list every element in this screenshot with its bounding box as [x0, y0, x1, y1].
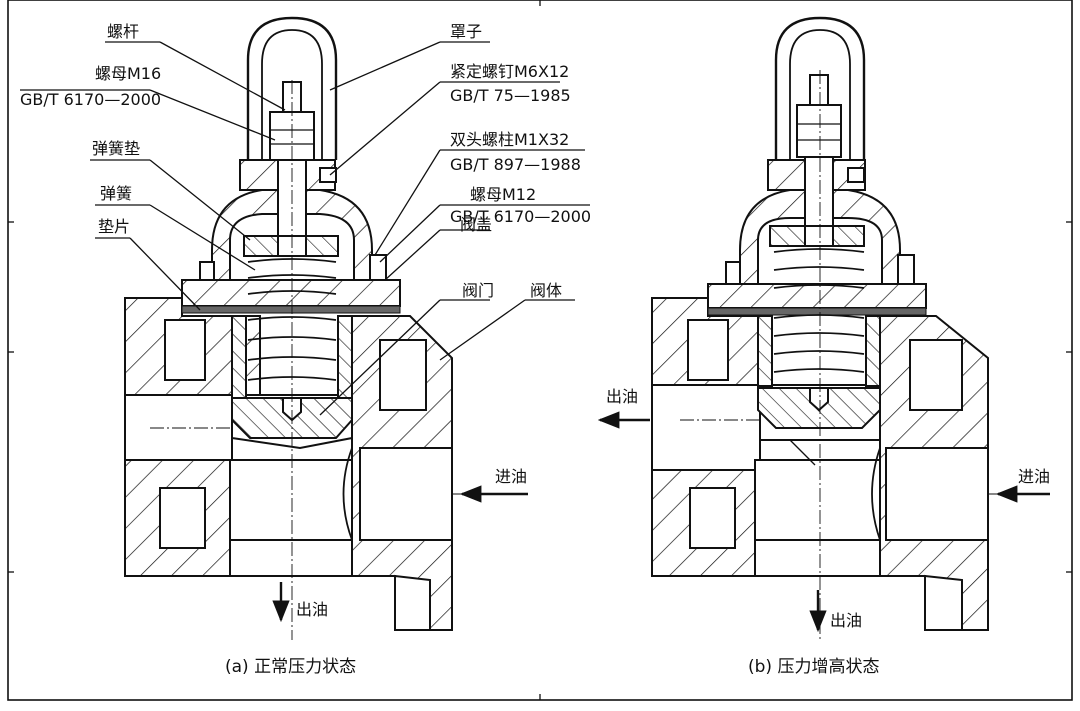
label-gbt-6170-a: GB/T 6170—2000: [20, 90, 161, 109]
valve-body-b: [651, 297, 1010, 631]
label-outlet-a: 出油: [296, 600, 328, 619]
view-a-normal-pressure: 螺杆 螺母M16 GB/T 6170—2000 弹簧垫 弹簧 垫片 罩子 紧定螺…: [20, 16, 591, 677]
label-spring: 弹簧: [100, 184, 132, 203]
label-screw: 螺杆: [107, 22, 139, 41]
valve-body-a: [124, 297, 480, 631]
label-gbt-6170-b: GB/T 6170—2000: [450, 207, 591, 226]
label-stud: 双头螺柱M1X32: [450, 130, 569, 149]
gasket-b: [707, 307, 927, 316]
cap-b: [774, 16, 866, 183]
label-valve-disc: 阀门: [462, 281, 494, 300]
label-bonnet: 阀盖: [460, 215, 492, 234]
label-valve-body: 阀体: [530, 281, 562, 300]
label-inlet-b: 进油: [1018, 467, 1050, 486]
label-cap: 罩子: [450, 22, 482, 41]
valve-disc-b: [757, 387, 881, 429]
label-side-outlet-b: 出油: [606, 387, 638, 406]
frame-ticks: [8, 0, 1072, 700]
label-inlet-a: 进油: [495, 467, 527, 486]
screw-and-nut-b: [796, 74, 842, 236]
spring-b: [757, 225, 881, 387]
label-set-screw: 紧定螺钉M6X12: [450, 62, 569, 81]
view-b-high-pressure: 进油 出油 出油 (b) 压力增高状态: [597, 16, 1050, 677]
gasket-a: [181, 305, 401, 314]
label-gbt-897: GB/T 897—1988: [450, 155, 581, 174]
caption-a: (a) 正常压力状态: [225, 657, 356, 677]
label-nut-m12: 螺母M12: [470, 185, 536, 204]
leader-lines-a: [20, 41, 590, 416]
label-nut-m16: 螺母M16: [95, 64, 161, 83]
label-outlet-b: 出油: [830, 611, 862, 630]
caption-b: (b) 压力增高状态: [748, 657, 879, 677]
label-spring-washer: 弹簧垫: [92, 139, 140, 158]
label-gbt-75: GB/T 75—1985: [450, 86, 571, 105]
cap-a: [246, 16, 338, 183]
label-gasket: 垫片: [98, 217, 130, 236]
